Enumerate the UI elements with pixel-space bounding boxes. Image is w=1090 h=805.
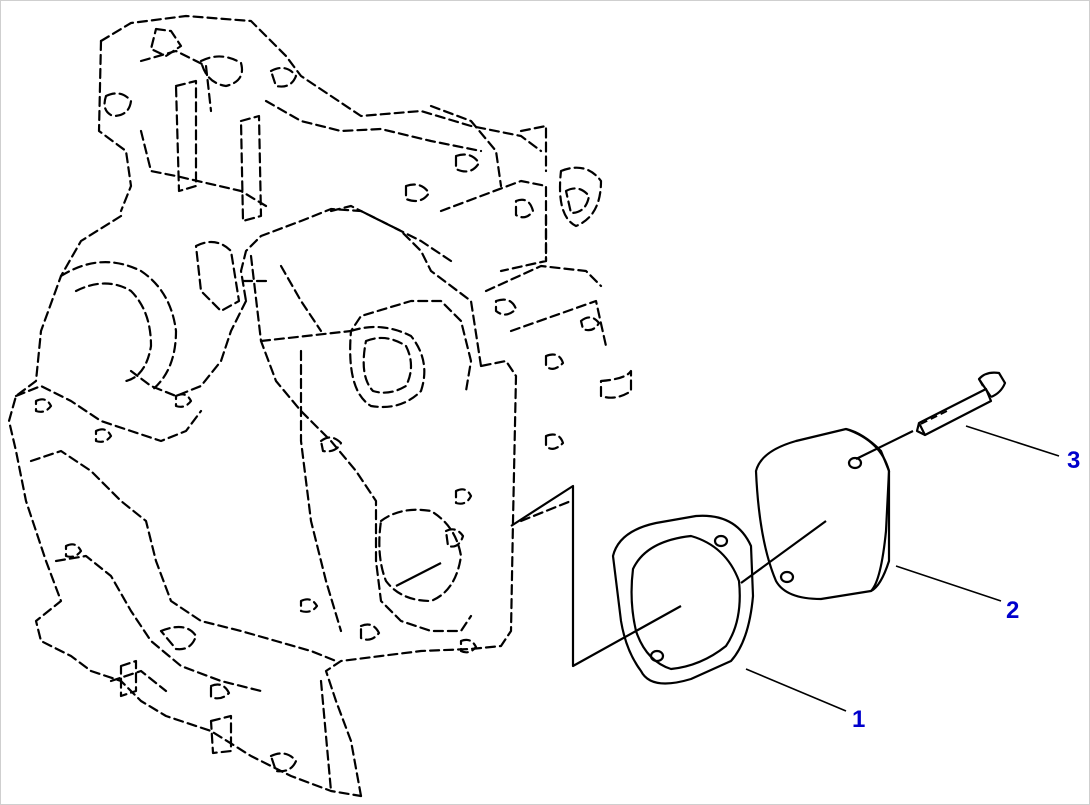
callout-label-2: 2 [1006, 597, 1019, 624]
leader-lines [745, 425, 1060, 712]
leader-line-1 [745, 668, 847, 712]
bolt-part-3 [915, 371, 1007, 437]
callout-label-3: 3 [1067, 447, 1080, 474]
engine-block-phantom [7, 14, 633, 798]
explode-center-line [395, 430, 914, 668]
leader-line-2 [895, 565, 1002, 602]
gasket-part-1 [611, 514, 755, 685]
leader-line-3 [965, 425, 1060, 457]
cover-plate-part-2 [754, 427, 891, 601]
callout-label-1: 1 [852, 706, 865, 733]
